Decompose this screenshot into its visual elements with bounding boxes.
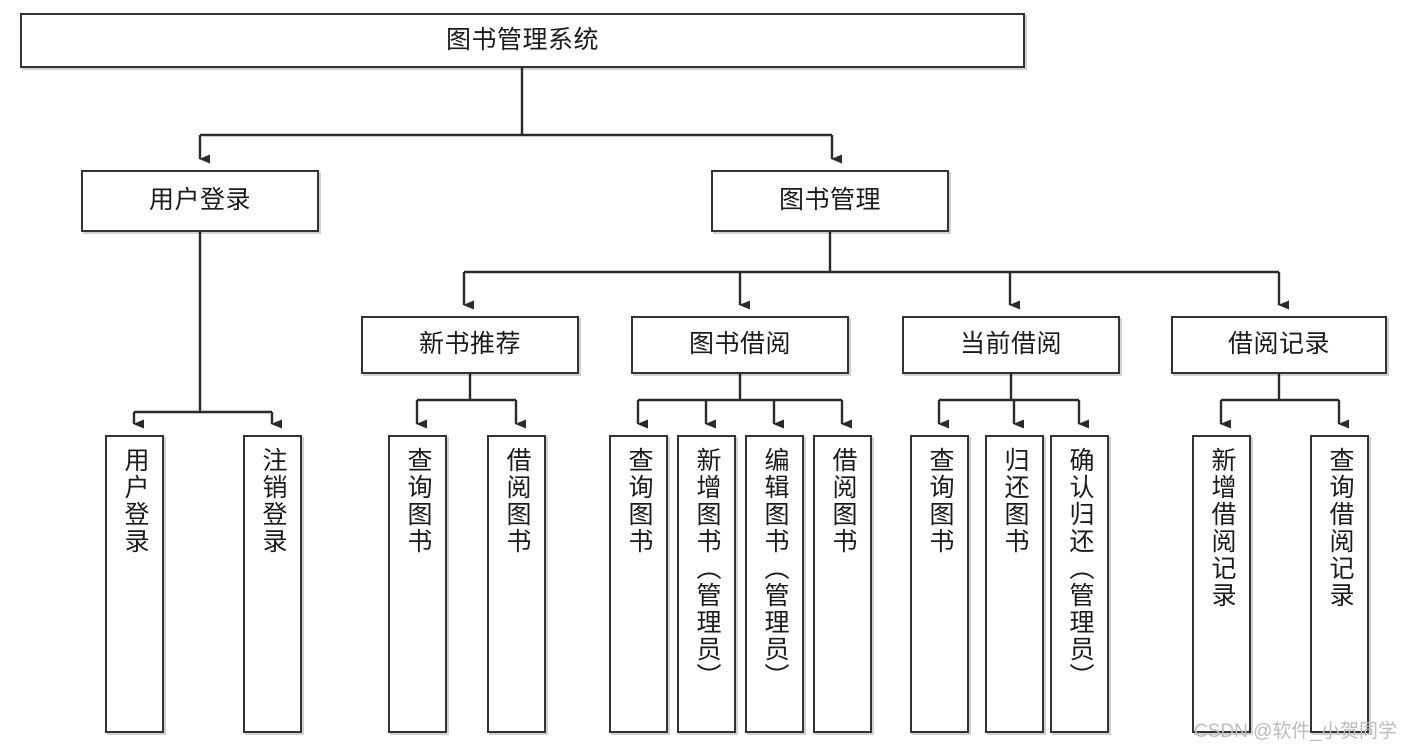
node-leaf-11[interactable]: 新增借阅记录 [1192,435,1251,733]
node-leaf-12-label: 查询借阅记录 [1326,447,1354,609]
node-leaf-10[interactable]: 确认归还（管理员） [1050,435,1109,733]
node-l3-1[interactable]: 图书借阅 [631,316,849,374]
node-l3-3-label: 借阅记录 [1227,330,1330,359]
node-leaf-5[interactable]: 新增图书（管理员） [677,435,736,733]
node-leaf-3[interactable]: 借阅图书 [487,435,546,733]
node-l3-3[interactable]: 借阅记录 [1171,316,1387,374]
node-l3-0[interactable]: 新书推荐 [361,316,579,374]
node-leaf-9[interactable]: 归还图书 [985,435,1044,733]
node-leaf-7[interactable]: 借阅图书 [813,435,872,733]
node-l2-1-label: 图书管理 [778,186,881,215]
node-leaf-9-label: 归还图书 [1001,447,1029,555]
node-leaf-0[interactable]: 用户登录 [105,435,164,733]
node-l3-0-label: 新书推荐 [418,330,521,359]
node-leaf-3-label: 借阅图书 [503,447,531,555]
node-root-label: 图书管理系统 [445,25,599,54]
node-leaf-6-label: 编辑图书（管理员） [761,447,789,690]
node-leaf-1-label: 注销登录 [259,447,287,555]
node-leaf-4-label: 查询图书 [625,447,653,555]
node-leaf-5-label: 新增图书（管理员） [693,447,721,690]
node-leaf-1[interactable]: 注销登录 [243,435,302,733]
node-leaf-0-label: 用户登录 [121,447,149,555]
node-leaf-8[interactable]: 查询图书 [910,435,969,733]
node-l2-0[interactable]: 用户登录 [81,170,319,232]
node-leaf-8-label: 查询图书 [926,447,954,555]
node-leaf-2[interactable]: 查询图书 [388,435,447,733]
node-l2-0-label: 用户登录 [148,186,251,215]
node-leaf-11-label: 新增借阅记录 [1208,447,1236,609]
node-leaf-10-label: 确认归还（管理员） [1066,447,1094,690]
node-leaf-12[interactable]: 查询借阅记录 [1310,435,1369,733]
node-leaf-6[interactable]: 编辑图书（管理员） [745,435,804,733]
node-leaf-4[interactable]: 查询图书 [609,435,668,733]
watermark-text: CSDN @软件_小贺同学 [1194,721,1397,742]
node-l3-2[interactable]: 当前借阅 [902,316,1120,374]
node-l3-1-label: 图书借阅 [688,330,791,359]
node-l2-1[interactable]: 图书管理 [711,170,949,232]
node-l3-2-label: 当前借阅 [959,330,1062,359]
node-leaf-7-label: 借阅图书 [829,447,857,555]
node-root[interactable]: 图书管理系统 [20,13,1025,68]
node-leaf-2-label: 查询图书 [404,447,432,555]
